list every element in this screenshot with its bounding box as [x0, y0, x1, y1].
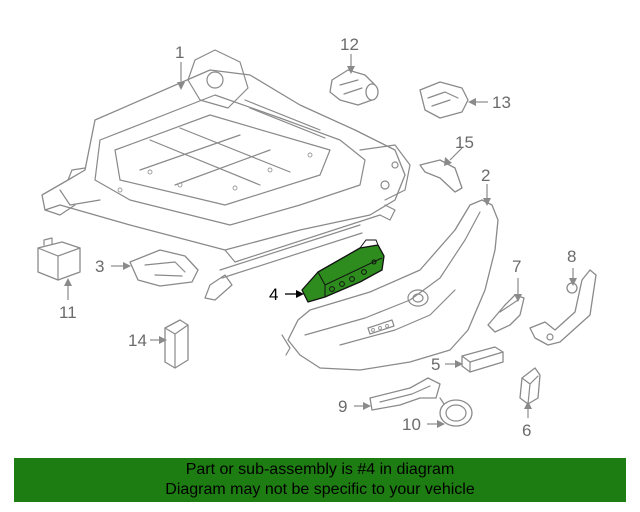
- part-9-strap[interactable]: [369, 377, 441, 411]
- callout-11: 11: [59, 303, 77, 322]
- part-13-switch[interactable]: [419, 81, 469, 119]
- callout-15: 15: [455, 133, 474, 152]
- part-8-bracket[interactable]: [529, 269, 597, 346]
- callout-6: 6: [522, 421, 531, 440]
- part-side-shield[interactable]: [281, 199, 499, 371]
- part-10-cap[interactable]: [439, 397, 473, 427]
- callout-7: 7: [512, 257, 521, 276]
- callout-13: 13: [492, 93, 511, 112]
- part-5-block[interactable]: [461, 346, 504, 373]
- callout-1: 1: [175, 43, 184, 62]
- part-15-bracket[interactable]: [419, 159, 463, 193]
- callout-8: 8: [567, 247, 576, 266]
- part-4-body: [301, 244, 385, 303]
- part-seat-frame[interactable]: [41, 49, 411, 301]
- part-7-lever[interactable]: [487, 294, 525, 333]
- part-4-highlighted[interactable]: [301, 239, 385, 303]
- banner-line-2: Diagram may not be specific to your vehi…: [165, 481, 475, 498]
- info-banner: Part or sub-assembly is #4 in diagram Di…: [14, 458, 626, 502]
- callout-4: 4: [269, 285, 278, 304]
- parts-diagram: 1 2 3 4 5 6 7 8 9 10 11 12 13 14 15: [37, 35, 597, 440]
- callout-9: 9: [338, 397, 347, 416]
- part-6-clip[interactable]: [519, 367, 541, 405]
- callout-12: 12: [340, 35, 359, 54]
- callout-3: 3: [95, 257, 104, 276]
- part-11-connector[interactable]: [37, 237, 81, 281]
- callout-14: 14: [128, 331, 147, 350]
- callout-10: 10: [402, 415, 421, 434]
- callout-2: 2: [481, 166, 490, 185]
- callout-5: 5: [431, 355, 440, 374]
- part-cover[interactable]: [129, 249, 199, 287]
- part-14-bracket[interactable]: [164, 319, 189, 369]
- banner-line-1: Part or sub-assembly is #4 in diagram: [185, 461, 455, 478]
- part-12-motor[interactable]: [329, 69, 379, 106]
